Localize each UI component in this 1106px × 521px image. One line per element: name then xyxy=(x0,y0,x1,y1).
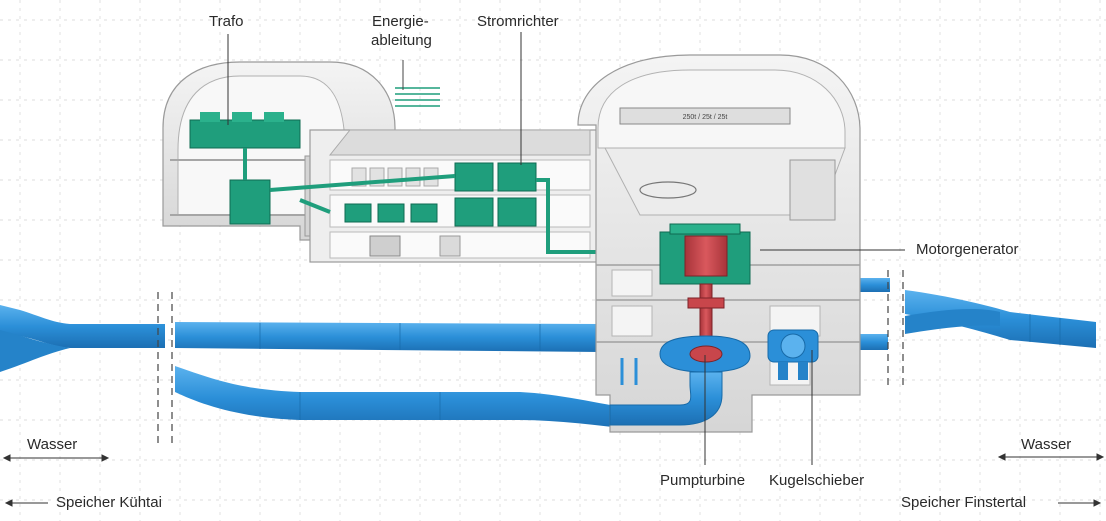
direction-arrows xyxy=(2,453,1105,507)
label-energieableitung-line2: ableitung xyxy=(371,32,432,49)
label-kugelschieber: Kugelschieber xyxy=(769,472,865,489)
label-trafo: Trafo xyxy=(209,13,244,30)
trafo-unit-lower xyxy=(229,179,271,225)
crane-sign: 250t / 25t / 25t xyxy=(683,114,728,121)
draft-tube xyxy=(609,371,723,426)
pipe-lower-main xyxy=(175,366,640,430)
pipe-upper-main xyxy=(175,322,600,352)
label-wasser-left: Wasser xyxy=(27,436,78,453)
converter-block xyxy=(497,197,537,227)
pipe-right-outer-branch xyxy=(905,309,1000,334)
overhead-crane xyxy=(619,107,791,125)
leader-lines xyxy=(227,32,905,465)
converter-block xyxy=(454,197,494,227)
pipe-right-outer xyxy=(905,290,1096,348)
stromrichter-hall xyxy=(269,129,660,263)
machine-cavern: 250t / 25t / 25t xyxy=(577,54,861,433)
water-pipes xyxy=(0,270,1096,445)
pipe-upper-left-branch xyxy=(0,330,70,372)
label-motorgenerator: Motorgenerator xyxy=(916,241,1019,258)
converter-block xyxy=(454,162,494,192)
label-speicher-kuehtai: Speicher Kühtai xyxy=(56,494,162,511)
trafo-unit-upper xyxy=(189,119,301,149)
energieableitung-lines xyxy=(395,60,440,107)
kugelschieber-valve xyxy=(767,329,819,380)
label-stromrichter: Stromrichter xyxy=(477,13,559,30)
label-energieableitung-line1: Energie- xyxy=(372,13,429,30)
label-wasser-right: Wasser xyxy=(1021,436,1072,453)
motorgenerator-rotor xyxy=(684,235,728,277)
label-pumpturbine: Pumpturbine xyxy=(660,472,746,489)
pipe-upper-left xyxy=(0,305,165,348)
label-speicher-finstertal: Speicher Finstertal xyxy=(901,494,1027,511)
converter-block xyxy=(497,162,537,192)
